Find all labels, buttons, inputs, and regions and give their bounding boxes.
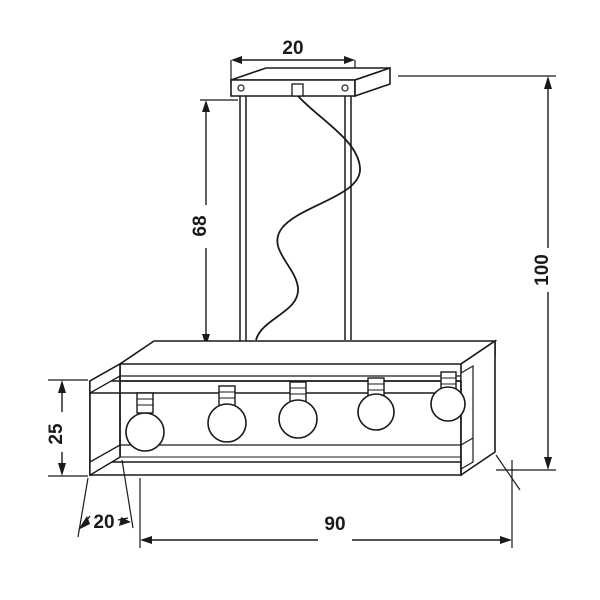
- bulb-2: [207, 385, 247, 443]
- bulb-group: [125, 371, 466, 452]
- bulb-3: [278, 381, 318, 439]
- ceiling-canopy: [230, 66, 391, 98]
- dim-label-canopy-width: 20: [282, 38, 303, 59]
- bulb-4: [357, 377, 395, 431]
- dimension-suspension-height: 68: [190, 99, 238, 347]
- dimension-frame-depth: 20: [77, 459, 134, 538]
- lamp-frame: [89, 339, 498, 477]
- dim-label-frame-height: 25: [46, 423, 67, 445]
- dim-label-frame-width: 90: [324, 514, 345, 535]
- dim-label-frame-depth: 20: [93, 512, 114, 533]
- dim-label-total-height: 100: [532, 254, 553, 286]
- dimension-total-height: 100: [398, 75, 556, 471]
- power-cable: [255, 95, 361, 341]
- dimension-canopy-width: 20: [230, 38, 356, 84]
- bulb-5: [430, 371, 466, 422]
- suspension-rods: [239, 96, 352, 345]
- bulb-1: [125, 392, 165, 452]
- dimension-frame-height: 25: [46, 379, 88, 477]
- dimension-frame-width: 90: [139, 454, 521, 548]
- dim-label-suspension-height: 68: [190, 215, 211, 236]
